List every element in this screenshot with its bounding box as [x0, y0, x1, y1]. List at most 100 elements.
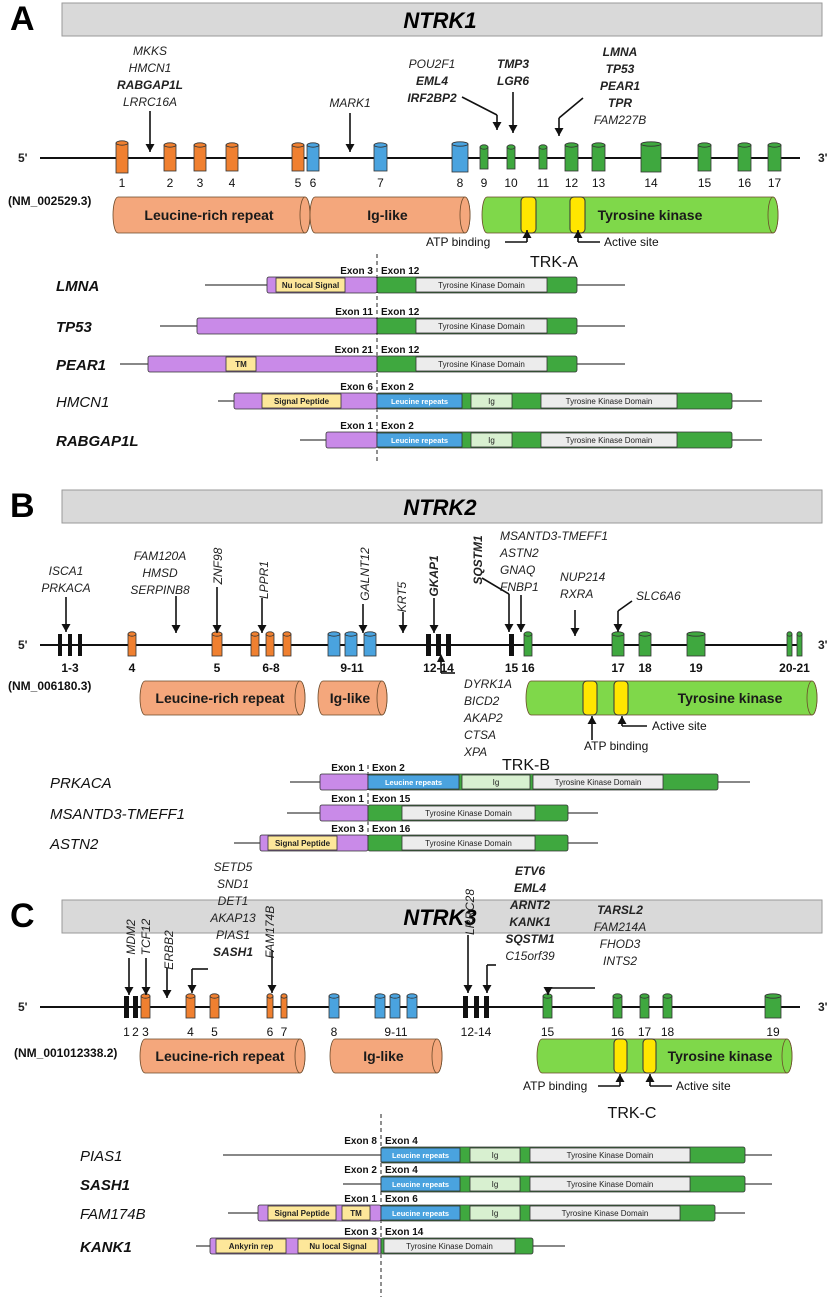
- breakpoint-arrow: [481, 577, 510, 595]
- kinase-domain-label: Tyrosine Kinase Domain: [567, 1151, 654, 1160]
- three-prime-label: 3': [818, 1000, 828, 1014]
- breakpoint-arrow-head: [429, 625, 439, 633]
- exon-15: [697, 144, 712, 172]
- exon-1: [115, 142, 129, 174]
- fusion-exon-5p: Exon 21: [335, 345, 374, 356]
- exon-9-11-top: [374, 993, 386, 999]
- exon-4: [225, 144, 239, 172]
- exon-12-14: [436, 634, 441, 656]
- exon-number: 12-14: [461, 1025, 492, 1039]
- fusion-partner-name: MSANTD3-TMEFF1: [50, 806, 185, 823]
- exon-17-top: [767, 142, 782, 148]
- fusion-exon-5p: Exon 3: [344, 1227, 377, 1238]
- partner-gene-name: NUP214: [560, 570, 606, 584]
- lrr-domain-cap: [294, 1038, 306, 1074]
- exon-number: 15: [541, 1025, 555, 1039]
- partner-protein-segment: [196, 317, 378, 335]
- exon-6-8-top: [250, 631, 260, 637]
- exon-number: 7: [377, 176, 384, 190]
- exon-number: 4: [187, 1025, 194, 1039]
- breakpoint-arrow-head: [398, 625, 408, 633]
- exon-7-top: [280, 993, 288, 999]
- partner-gene-name: TCF12: [139, 918, 153, 955]
- lrr-domain-label: Leucine-rich repeat: [155, 1048, 284, 1064]
- partner-gene-name: GNAQ: [500, 563, 535, 577]
- leucine-repeat-domain: [367, 774, 460, 790]
- fusion-exon-5p: Exon 8: [344, 1136, 377, 1147]
- refseq-id: (NM_001012338.2): [14, 1046, 117, 1060]
- exon-9-11-top: [327, 631, 341, 637]
- partner-domain: [297, 1238, 379, 1254]
- fusion-partner-name: ASTN2: [49, 836, 99, 853]
- ig-domain: [469, 1205, 521, 1221]
- fusion-partner-name: PEAR1: [56, 357, 106, 374]
- panel-header: [61, 489, 823, 524]
- exon-number: 6: [267, 1025, 274, 1039]
- partner-gene-name: LRRC16A: [123, 95, 177, 109]
- ig-domain: [470, 432, 513, 448]
- partner-gene-name: MSANTD3-TMEFF1: [500, 529, 608, 543]
- fusion-exon-3p: Exon 4: [385, 1136, 418, 1147]
- exon-5: [211, 633, 223, 657]
- partner-gene-name: FNBP1: [500, 580, 539, 594]
- exon-number: 19: [689, 661, 703, 675]
- fusion-exon-3p: Exon 16: [372, 824, 411, 835]
- partner-protein-segment: [325, 431, 378, 449]
- lrr-domain-cap: [299, 196, 311, 234]
- exon-18-top: [638, 631, 652, 637]
- three-prime-label: 3': [818, 638, 828, 652]
- exon-number: 16: [521, 661, 535, 675]
- trk-label: TRK-B: [502, 757, 550, 774]
- active-pointer-head: [617, 716, 627, 724]
- five-prime-label: 5': [18, 638, 28, 652]
- exon-17-top: [611, 631, 625, 637]
- panel-letter: A: [10, 0, 35, 38]
- exon-number: 13: [592, 176, 606, 190]
- tyrosine-kinase-domain-cap: [781, 1038, 793, 1074]
- exon-18: [638, 633, 652, 657]
- fusion-exon-5p: Exon 6: [340, 382, 373, 393]
- exon-12-14: [484, 996, 489, 1018]
- five-prime-label: 5': [18, 151, 28, 165]
- exon-number: 3: [142, 1025, 149, 1039]
- partner-domain-label: Ankyrin rep: [229, 1242, 274, 1251]
- exon-6: [306, 144, 320, 172]
- partner-gene-name: TP53: [606, 62, 635, 76]
- partner-gene-name: EML4: [416, 74, 448, 88]
- exon-3: [193, 144, 207, 172]
- ig-domain-label: Ig: [488, 397, 495, 406]
- fusion-exon-3p: Exon 12: [381, 345, 420, 356]
- exon-17: [767, 144, 782, 172]
- exon-20-21-top: [796, 631, 803, 637]
- exon-15: [542, 995, 553, 1019]
- kinase-domain-label: Tyrosine Kinase Domain: [555, 778, 642, 787]
- exon-number: 5: [295, 176, 302, 190]
- fusion-partner-name: PIAS1: [80, 1148, 123, 1165]
- exon-8-top: [328, 993, 340, 999]
- breakpoint-arrow-head: [482, 985, 492, 993]
- exon-8: [328, 995, 340, 1019]
- partner-gene-name: ZNF98: [211, 547, 225, 585]
- fusion-partner-name: FAM174B: [80, 1206, 146, 1223]
- exon-19-top: [686, 631, 706, 637]
- exon-16-top: [737, 142, 752, 148]
- breakpoint-arrow-head: [508, 125, 518, 133]
- kinase-domain: [529, 1205, 681, 1221]
- fusion-exon-5p: Exon 1: [331, 794, 364, 805]
- partner-gene-name: HMSD: [142, 566, 178, 580]
- exon-number: 20-21: [779, 661, 810, 675]
- exon-number: 17: [768, 176, 782, 190]
- partner-gene-name: CTSA: [464, 728, 496, 742]
- exon-number: 17: [638, 1025, 652, 1039]
- refseq-id: (NM_002529.3): [8, 194, 91, 208]
- partner-protein-segment: [147, 355, 378, 373]
- ig-domain: [470, 393, 513, 409]
- ig-domain-label: Ig: [492, 1209, 499, 1218]
- partner-domain: [267, 835, 338, 851]
- active-site-marker: [569, 196, 586, 234]
- exon-9-11: [389, 995, 401, 1019]
- exon-14-top: [640, 141, 662, 147]
- five-prime-label: 5': [18, 1000, 28, 1014]
- exon-9-11: [374, 995, 386, 1019]
- exon-1-3: [58, 634, 62, 656]
